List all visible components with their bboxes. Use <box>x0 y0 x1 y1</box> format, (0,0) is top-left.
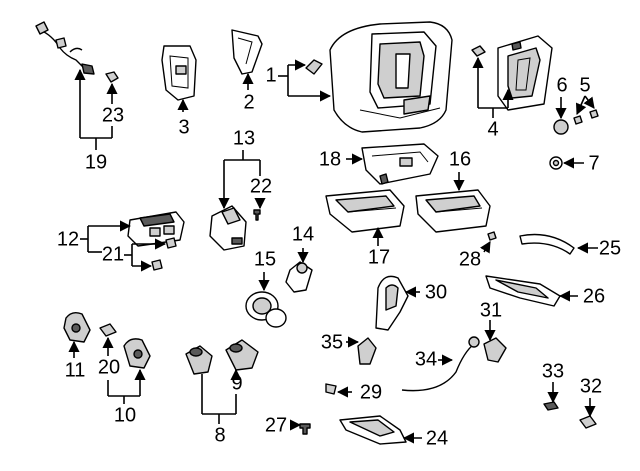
label-32: 32 <box>580 375 602 397</box>
label-12: 12 <box>57 228 79 250</box>
part-35-boot <box>357 337 377 365</box>
label-18: 18 <box>319 148 341 170</box>
part-30-shift-knob <box>375 275 409 331</box>
label-17: 17 <box>368 246 390 268</box>
part-21-clips <box>151 237 177 271</box>
label-13: 13 <box>233 127 255 149</box>
label-27: 27 <box>265 414 287 436</box>
part-13-switch <box>209 205 247 251</box>
part-32-cap <box>579 415 597 429</box>
part-2-bracket <box>231 29 263 75</box>
label-24: 24 <box>426 427 448 449</box>
label-30: 30 <box>425 281 447 303</box>
part-11-socket <box>63 311 91 343</box>
label-20: 20 <box>98 356 120 378</box>
part-33-clip <box>543 401 559 411</box>
label-21: 21 <box>102 243 124 265</box>
part-18-bracket <box>361 143 439 185</box>
part-1-console-body <box>329 21 453 133</box>
part-24-trim-panel <box>339 415 407 445</box>
part-12-switch-panel <box>127 211 185 247</box>
part-19-wire-harness <box>35 21 95 75</box>
label-5: 5 <box>579 74 590 96</box>
part-27-screw <box>299 423 311 435</box>
label-1: 1 <box>265 64 276 86</box>
part-7-washer <box>549 156 563 170</box>
part-31-bracket <box>483 337 507 363</box>
part-5-clips <box>573 109 599 125</box>
label-6: 6 <box>556 74 567 96</box>
label-31: 31 <box>480 299 502 321</box>
label-28: 28 <box>459 248 481 270</box>
part-25-trim-strip <box>519 233 575 255</box>
part-8-socket <box>185 345 213 375</box>
part-14-lighter <box>285 261 313 293</box>
part-9-socket <box>225 339 259 371</box>
label-11: 11 <box>65 359 86 381</box>
label-23: 23 <box>102 104 124 126</box>
part-10-socket <box>123 338 151 369</box>
label-10: 10 <box>114 404 136 426</box>
part-28-clip <box>487 231 497 241</box>
label-25: 25 <box>599 237 621 259</box>
label-2: 2 <box>243 91 254 113</box>
label-33: 33 <box>542 360 564 382</box>
part-15-socket <box>245 291 287 328</box>
part-1-clip <box>305 59 323 75</box>
part-4-clip <box>471 45 486 57</box>
label-9: 9 <box>231 372 242 394</box>
part-6-cap <box>553 119 569 135</box>
label-35: 35 <box>321 331 343 353</box>
part-34-cable <box>401 336 480 392</box>
label-26: 26 <box>583 285 605 307</box>
label-3: 3 <box>178 116 189 138</box>
part-16-storage-bin <box>415 189 491 233</box>
part-4-shift-trim <box>497 35 553 111</box>
label-19: 19 <box>85 151 107 173</box>
label-29: 29 <box>360 381 382 403</box>
part-20-plug <box>99 323 117 337</box>
part-22-screw <box>253 209 261 221</box>
part-23-clip <box>105 71 119 83</box>
label-34: 34 <box>415 348 437 370</box>
label-4: 4 <box>487 118 498 140</box>
label-7: 7 <box>588 152 599 174</box>
part-29-clip <box>325 383 337 395</box>
part-26-trim-panel <box>485 275 561 307</box>
label-22: 22 <box>250 175 272 197</box>
label-8: 8 <box>214 424 225 446</box>
part-17-bin <box>325 189 405 233</box>
part-3-panel <box>161 45 197 101</box>
label-15: 15 <box>254 248 276 270</box>
label-16: 16 <box>449 148 471 170</box>
label-14: 14 <box>292 223 314 245</box>
